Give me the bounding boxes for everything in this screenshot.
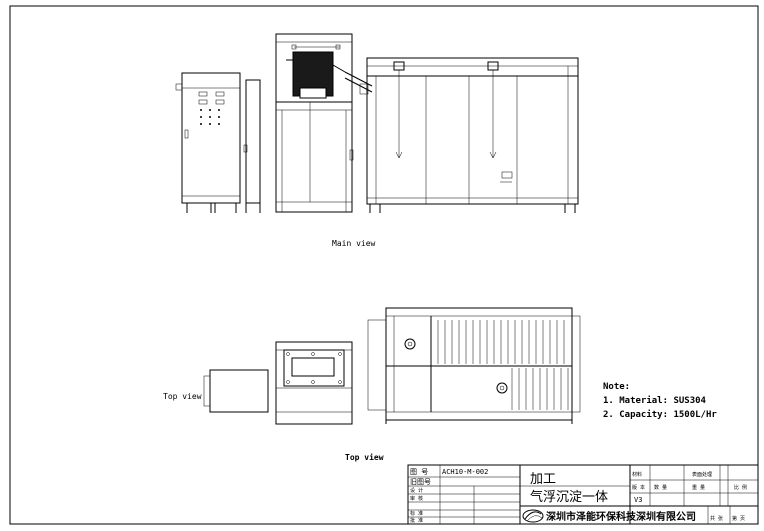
company-logo-icon (522, 509, 544, 523)
tank-front-view (359, 57, 579, 213)
design-label: 设 计 (410, 487, 423, 494)
old-drawing-label: 旧图号 (410, 478, 431, 486)
product-name: 气浮沉淀一体 (530, 489, 608, 505)
pump-frame-front (275, 33, 373, 213)
note-material: 1. Material: SUS304 (603, 395, 707, 406)
surface-treatment-label: 表面处理 (692, 471, 712, 478)
title-block: 图 号 ACH10-M-002 旧图号 设 计 审 核 标 准 批 准 加工 气… (407, 464, 759, 525)
tank-top-view (367, 307, 581, 424)
company-name: 深圳市泽能环保科技深圳有限公司 (546, 510, 696, 523)
drawing-no: ACH10-M-002 (442, 468, 488, 476)
top-view-left-label: Top view (163, 392, 202, 401)
approve-label: 批 准 (410, 517, 423, 524)
sheet-total: 共 张 (710, 515, 723, 522)
top-view-bottom-label: Top view (345, 452, 384, 462)
main-view-label: Main view (332, 239, 376, 248)
standard-label: 标 准 (410, 510, 423, 517)
quantity-label: 数 量 (654, 484, 667, 491)
control-cabinet-top (203, 369, 269, 413)
material-label: 材料 (632, 471, 642, 478)
notes-title: Note: (603, 382, 630, 392)
review-label: 审 核 (410, 495, 423, 502)
version-value: V3 (634, 496, 642, 504)
sheet-border (9, 5, 759, 525)
control-cabinet-front (175, 72, 241, 213)
version-label: 版 本 (632, 484, 645, 491)
scale-label: 比 例 (734, 484, 747, 491)
process-label: 加工 (530, 472, 556, 487)
weight-label: 重 量 (692, 484, 705, 491)
note-capacity: 2. Capacity: 1500L/Hr (603, 409, 717, 420)
sheet-number: 第 页 (732, 515, 745, 522)
drawing-no-label: 图 号 (410, 468, 428, 476)
pump-frame-top (275, 341, 353, 425)
control-cabinet-side (243, 79, 261, 213)
